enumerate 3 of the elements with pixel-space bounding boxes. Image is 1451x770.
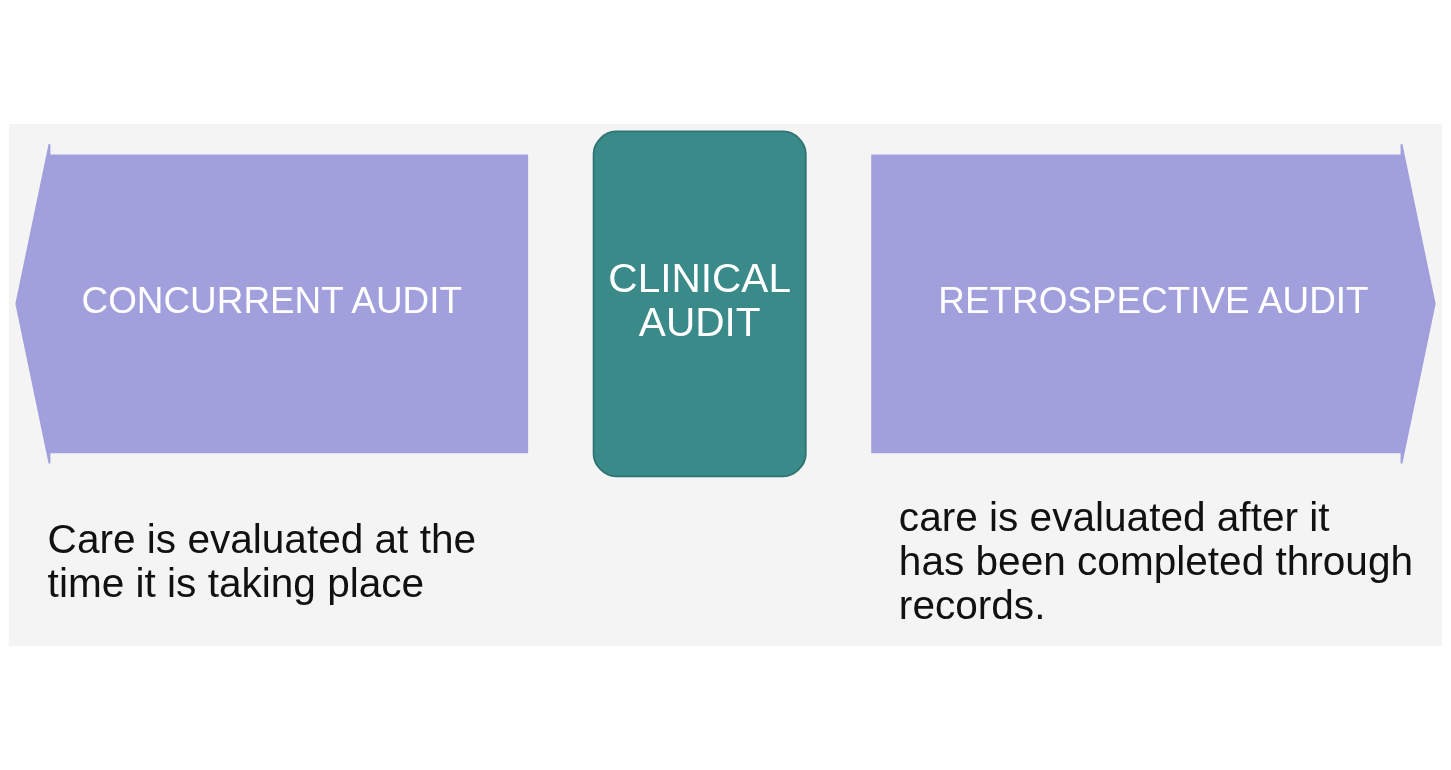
node-label: Care is evaluated at the time it is taking place	[47, 516, 477, 607]
node-box: CLINICAL AUDIT	[592, 130, 807, 478]
node-label: care is evaluated after it has been completed through records.	[898, 493, 1414, 629]
